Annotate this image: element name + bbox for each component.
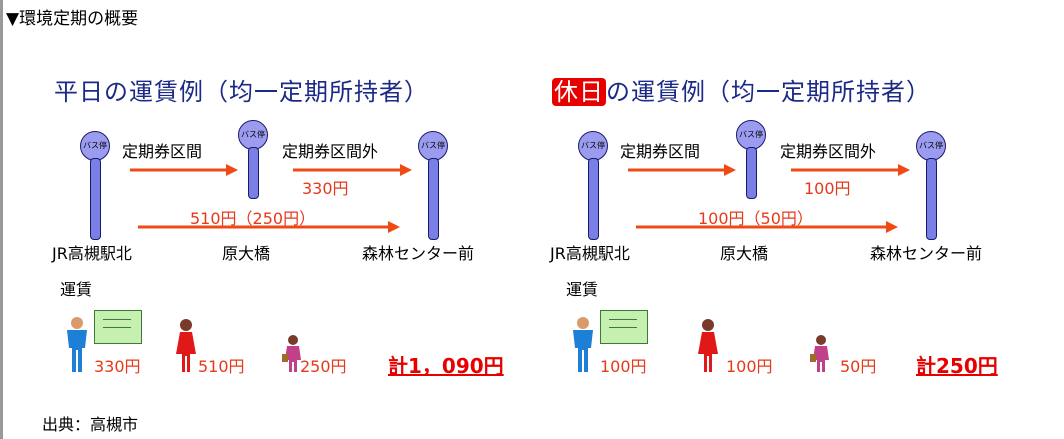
fare-heading: 運賃 [566,280,599,299]
total-fare: 計1，090円 [388,354,504,378]
holiday-highlight: 休日 [552,78,606,106]
bus-stop-sign-icon: バス停 [578,131,608,161]
stop-name: 原大橋 [222,244,271,263]
panel-title: 休日の運賃例（均一定期所持者） [552,72,931,107]
bus-stop-pole [588,158,599,240]
through-fare: 100円（50円） [698,209,813,228]
fare-value: 50円 [840,357,877,376]
fare-arrows [628,164,910,233]
stop-name: 原大橋 [720,244,769,263]
stop-name: JR高槻駅北 [550,244,630,263]
fare-arrows [130,164,412,233]
stop-name: 森林センター前 [870,244,983,263]
fare-heading: 運賃 [60,280,93,299]
weekday-fare-panel: 平日の運賃例（均一定期所持者） バス停 バス停 バス停 定期券区間 定期券区間外… [50,72,520,392]
bus-stop-pole [90,158,101,240]
segment-fare: 100円 [804,179,851,198]
fare-value: 510円 [198,357,245,376]
child-icon [810,335,829,372]
panel-title: 平日の運賃例（均一定期所持者） [54,72,429,107]
bus-stop-pole [926,158,937,240]
adult-woman-icon [698,319,718,372]
bus-stop-pole [428,158,439,240]
commuter-pass-icon [94,310,142,344]
source-credit: 出典：高槻市 [42,415,139,434]
segment-fare: 330円 [302,179,349,198]
commuter-pass-icon [600,310,648,344]
bus-stop-sign-icon: バス停 [80,131,110,161]
left-border [0,0,3,439]
adult-woman-icon [176,319,196,372]
segment-label-outside: 定期券区間外 [780,142,877,161]
bus-stop-sign-icon: バス停 [736,120,766,150]
through-fare: 510円（250円） [190,209,316,228]
fare-value: 100円 [600,357,647,376]
bus-stop-sign-icon: バス停 [916,131,946,161]
segment-label-pass: 定期券区間 [122,142,203,161]
bus-stop-sign-icon: バス停 [238,120,268,150]
fare-value: 330円 [94,357,141,376]
stop-name: 森林センター前 [362,244,475,263]
child-icon [282,335,301,372]
stop-name: JR高槻駅北 [52,244,132,263]
segment-label-outside: 定期券区間外 [282,142,379,161]
bus-stop-pole [746,147,757,199]
adult-man-icon [573,317,593,372]
fare-value: 250円 [300,357,347,376]
holiday-fare-panel: 休日の運賃例（均一定期所持者） バス停 バス停 バス停 定期券区間 定期券区間外… [548,72,1018,392]
bus-stop-pole [248,147,259,199]
fare-value: 100円 [726,357,773,376]
segment-label-pass: 定期券区間 [620,142,701,161]
adult-man-icon [67,317,87,372]
total-fare: 計250円 [916,354,998,378]
panel-title-text: の運賃例（均一定期所持者） [606,78,931,106]
panel-title-text: 平日の運賃例（均一定期所持者） [54,78,429,106]
section-heading: ▼環境定期の概要 [6,9,139,29]
bus-stop-sign-icon: バス停 [418,131,448,161]
